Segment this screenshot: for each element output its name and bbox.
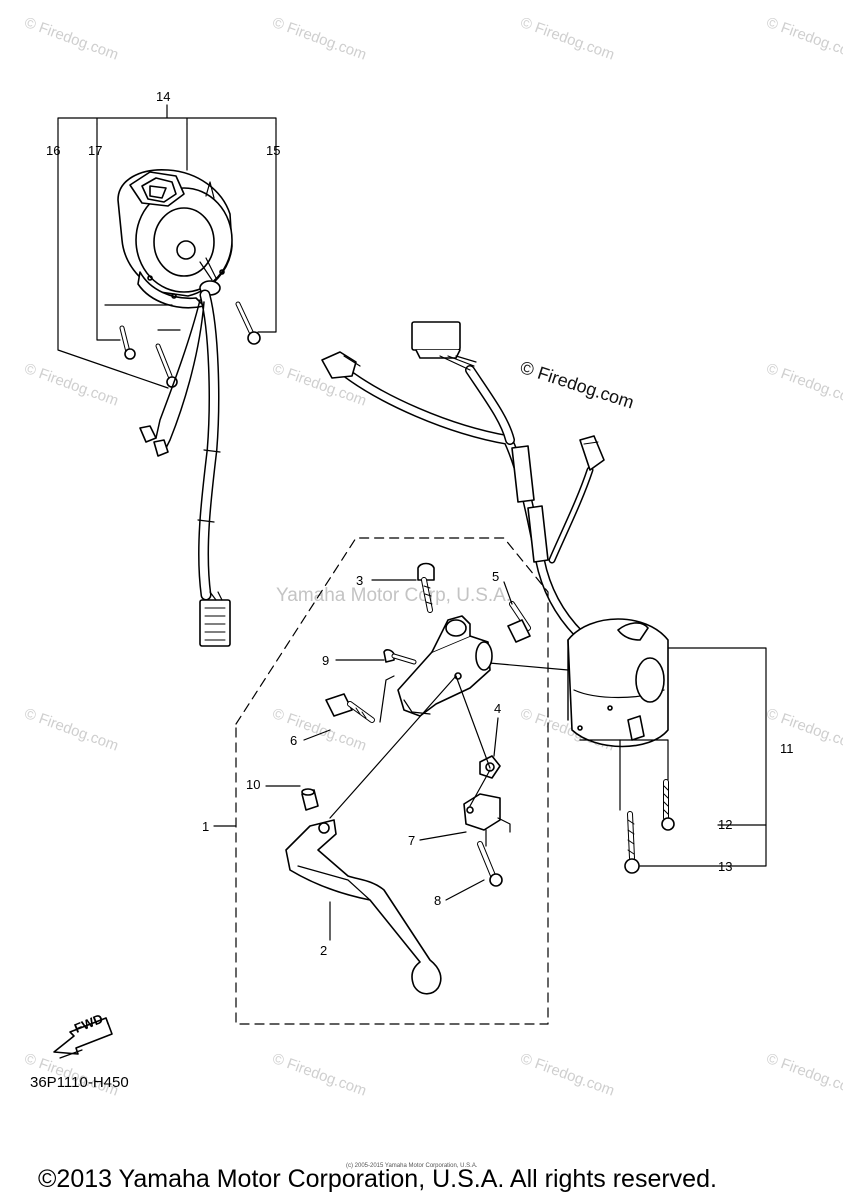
callout-12: 12: [718, 817, 733, 832]
callout-16: 16: [46, 143, 61, 158]
callout-1: 1: [202, 819, 210, 834]
callout-5: 5: [492, 569, 500, 584]
callout-3: 3: [356, 573, 364, 588]
callout-13: 13: [718, 859, 733, 874]
tiny-copyright-notice: (c) 2005-2015 Yamaha Motor Corporation, …: [346, 1163, 478, 1169]
callout-9: 9: [322, 653, 330, 668]
yamaha-center-watermark: Yamaha Motor Corp, U.S.A.: [276, 585, 512, 606]
callout-4: 4: [494, 701, 502, 716]
callout-2: 2: [320, 943, 328, 958]
start-switch-assembly: [57, 104, 277, 647]
callout-7: 7: [408, 833, 416, 848]
callout-15: 15: [266, 143, 281, 158]
clutch-lever-assembly: [213, 537, 569, 1025]
diagram-id: 36P1110-H450: [30, 1074, 129, 1091]
fwd-arrow-icon: [53, 1017, 113, 1059]
callout-17: 17: [88, 143, 103, 158]
callout-6: 6: [290, 733, 298, 748]
handlebar-switch-assembly: [321, 321, 767, 874]
callout-10: 10: [246, 777, 261, 792]
callout-8: 8: [434, 893, 442, 908]
copyright-footer: ©2013 Yamaha Motor Corporation, U.S.A. A…: [38, 1165, 717, 1193]
callout-14: 14: [156, 89, 171, 104]
callout-11: 11: [780, 741, 794, 756]
